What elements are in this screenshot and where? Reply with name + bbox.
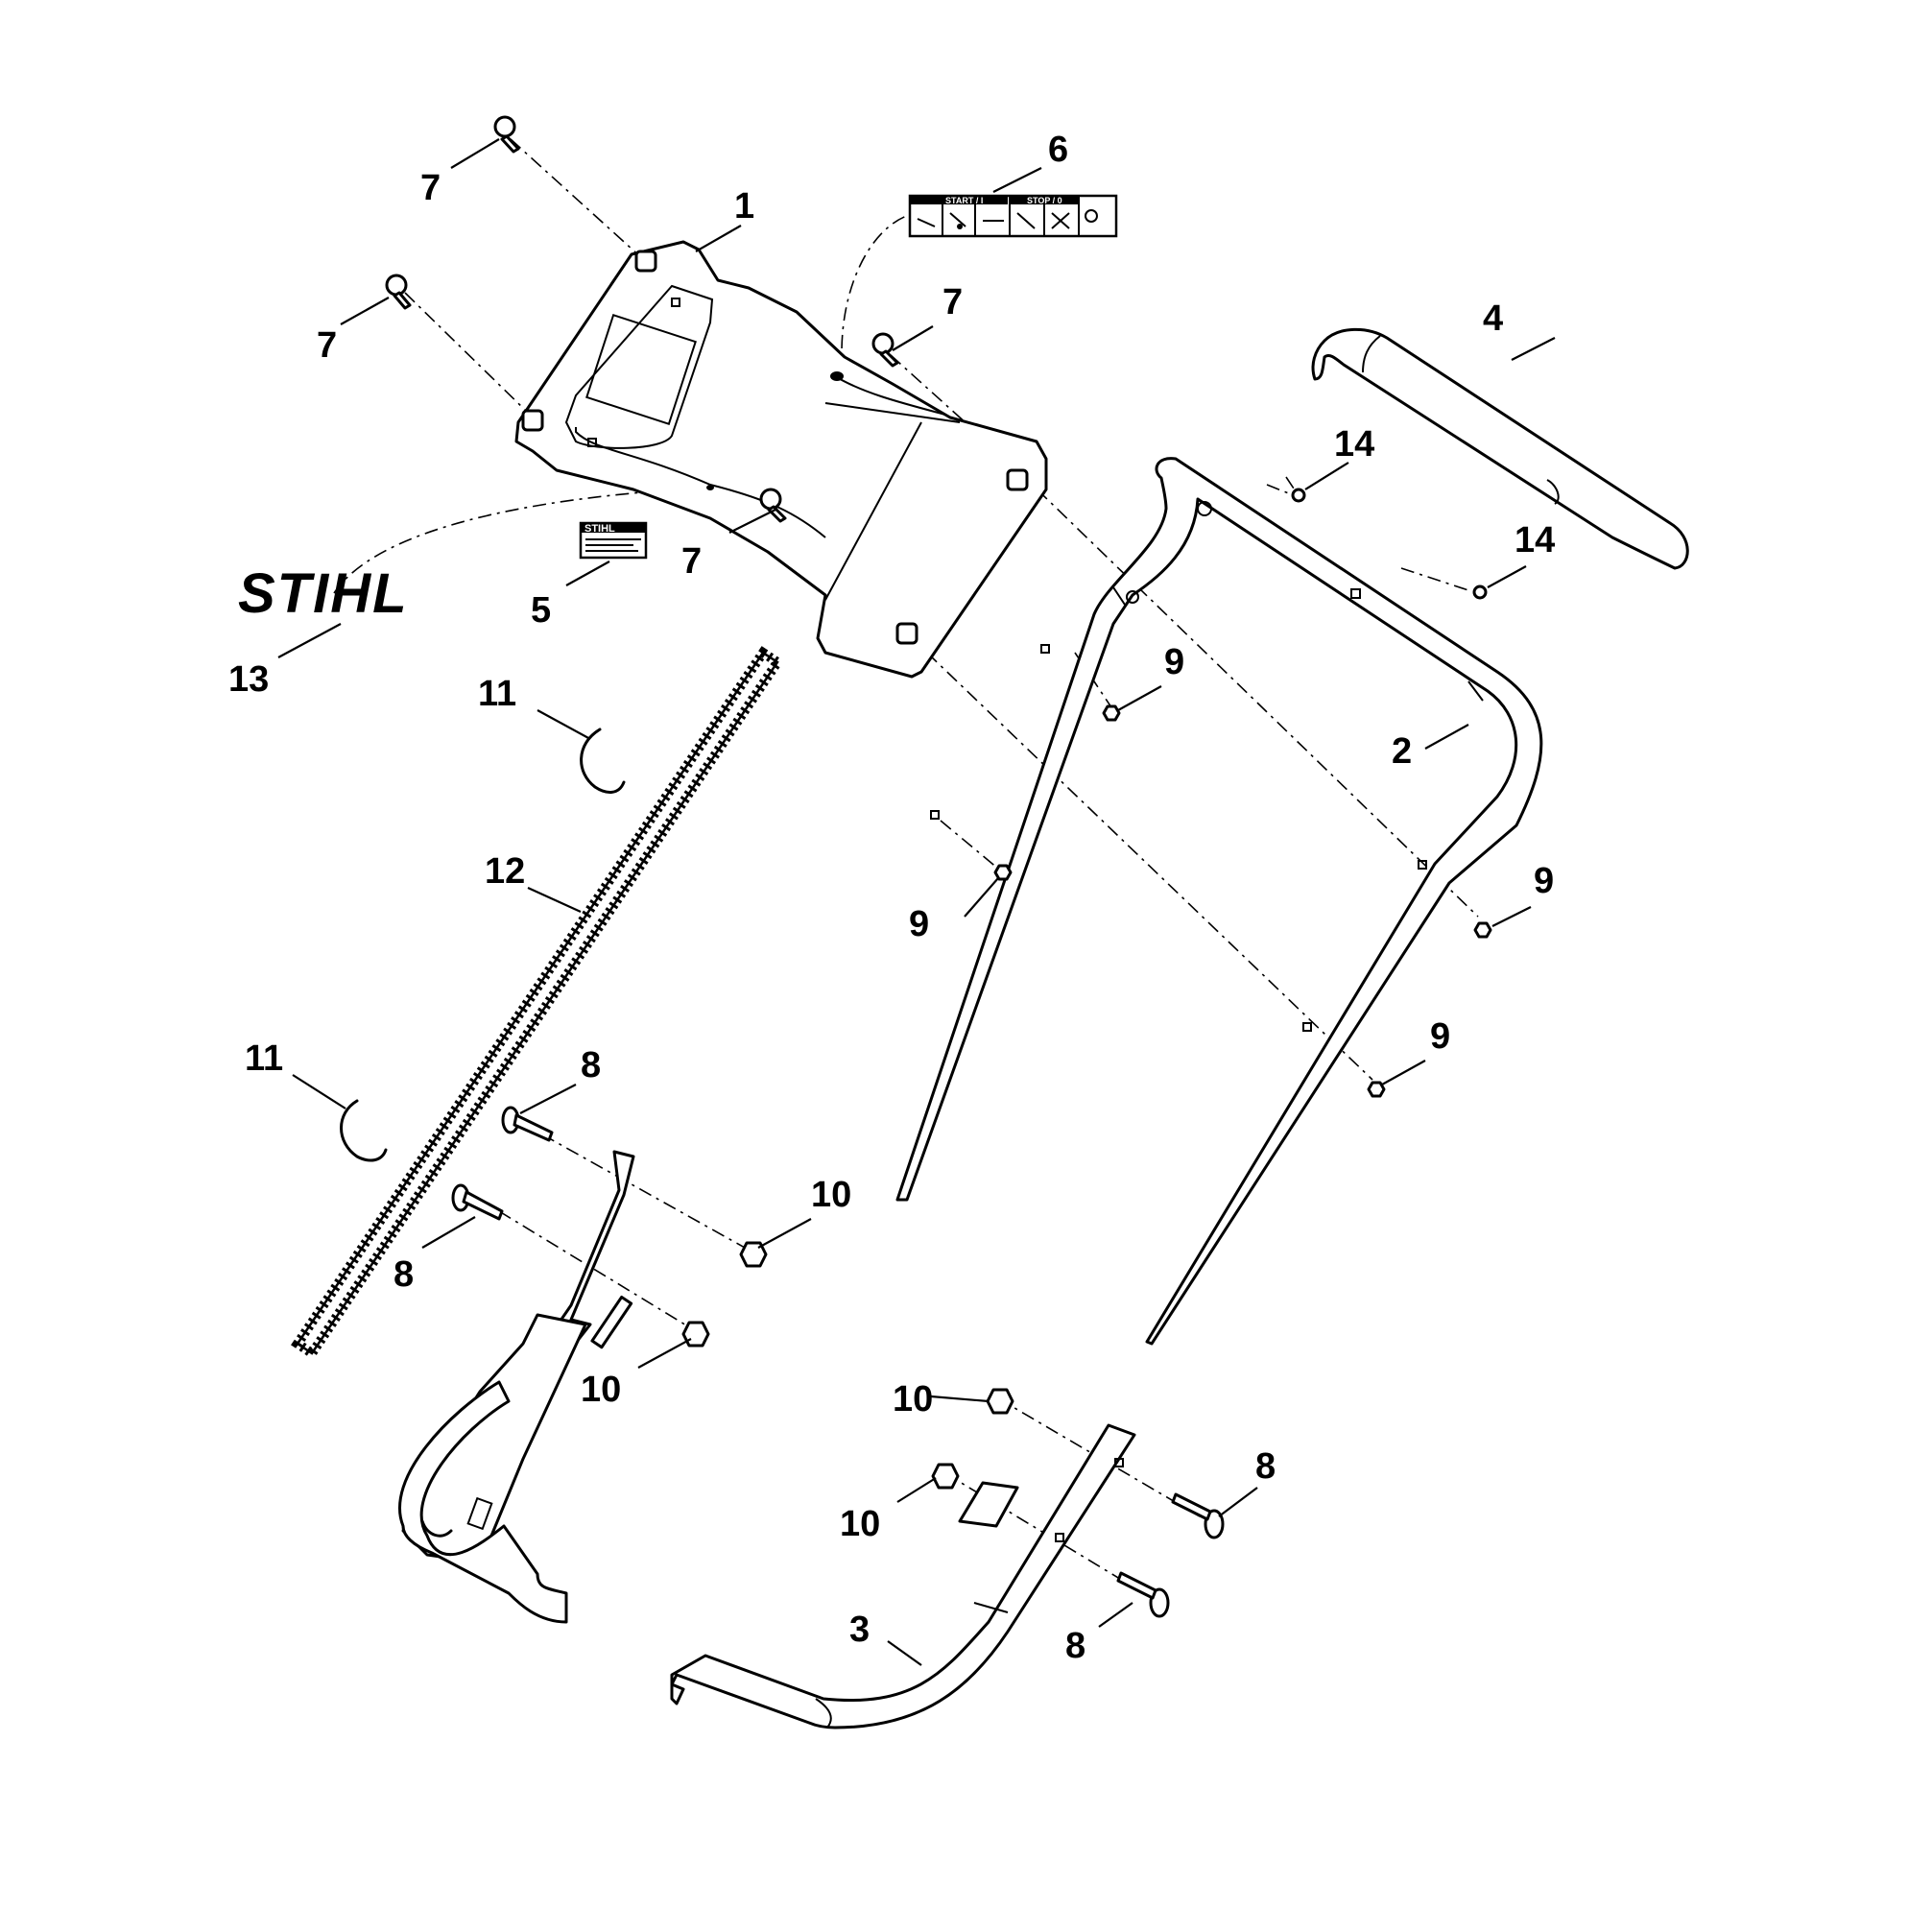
callout-10d: 10 [840, 1504, 880, 1544]
callout-7d: 7 [681, 541, 702, 582]
callout-5: 5 [531, 590, 551, 631]
callout-12: 12 [485, 851, 525, 892]
callout-9a: 9 [1164, 642, 1184, 682]
nuts-9 [993, 704, 1492, 1098]
start-stop-decal: START / I STOP / 0 [908, 194, 1118, 238]
callout-7a: 7 [420, 168, 441, 208]
rating-plate-logo: STIHL [584, 523, 615, 535]
callout-9c: 9 [1534, 861, 1554, 901]
bolt-8c [1171, 1492, 1225, 1539]
brand-logo: STIHL [238, 562, 409, 625]
callout-10b: 10 [581, 1370, 621, 1410]
handle-grip [1311, 327, 1689, 570]
callout-10c: 10 [893, 1379, 933, 1419]
stihl-logo: STIHL [238, 562, 409, 625]
callout-14a: 14 [1334, 424, 1374, 465]
bolts-8 [451, 1106, 1225, 1618]
callout-1: 1 [734, 186, 754, 227]
screws-14 [1291, 488, 1488, 600]
callout-14b: 14 [1515, 520, 1555, 561]
callout-numbers: 7 1 6 7 7 4 14 14 7 5 13 11 9 2 12 9 9 1… [228, 130, 1555, 1666]
bolt-8a [501, 1106, 554, 1142]
upper-handlebar [590, 457, 1543, 1528]
callout-8a: 8 [581, 1045, 601, 1085]
cable-sleeve [291, 646, 784, 1360]
callout-13: 13 [228, 659, 269, 700]
bolt-8d [1116, 1571, 1170, 1618]
screw-7d [759, 488, 787, 523]
nuts-10 [681, 1241, 1014, 1490]
callout-4: 4 [1483, 298, 1503, 339]
callout-8c: 8 [1255, 1446, 1276, 1487]
callout-10a: 10 [811, 1175, 851, 1215]
callout-8b: 8 [394, 1254, 414, 1295]
callout-7b: 7 [317, 325, 337, 366]
control-panel-cover [514, 240, 1048, 679]
screw-7b [385, 274, 412, 310]
callout-11b: 11 [245, 1038, 283, 1079]
decal-start-text: START / I [945, 196, 983, 205]
callout-3: 3 [849, 1610, 870, 1650]
rating-plate: STIHL [579, 521, 648, 560]
callout-6: 6 [1048, 130, 1068, 170]
callout-8d: 8 [1065, 1626, 1085, 1666]
bolt-8b [451, 1183, 504, 1221]
leader-lines [277, 138, 1556, 1666]
callout-11a: 11 [478, 674, 516, 714]
decal-stop-text: STOP / 0 [1027, 196, 1062, 205]
cable-clips [340, 727, 626, 1162]
screw-7c [871, 332, 899, 368]
callout-9b: 9 [909, 904, 929, 944]
callout-7c: 7 [942, 282, 963, 322]
lower-handlebar [398, 1150, 1136, 1729]
callout-9d: 9 [1430, 1016, 1450, 1057]
callout-2: 2 [1392, 731, 1412, 772]
screws-7 [385, 115, 899, 523]
screw-7a [493, 115, 520, 154]
